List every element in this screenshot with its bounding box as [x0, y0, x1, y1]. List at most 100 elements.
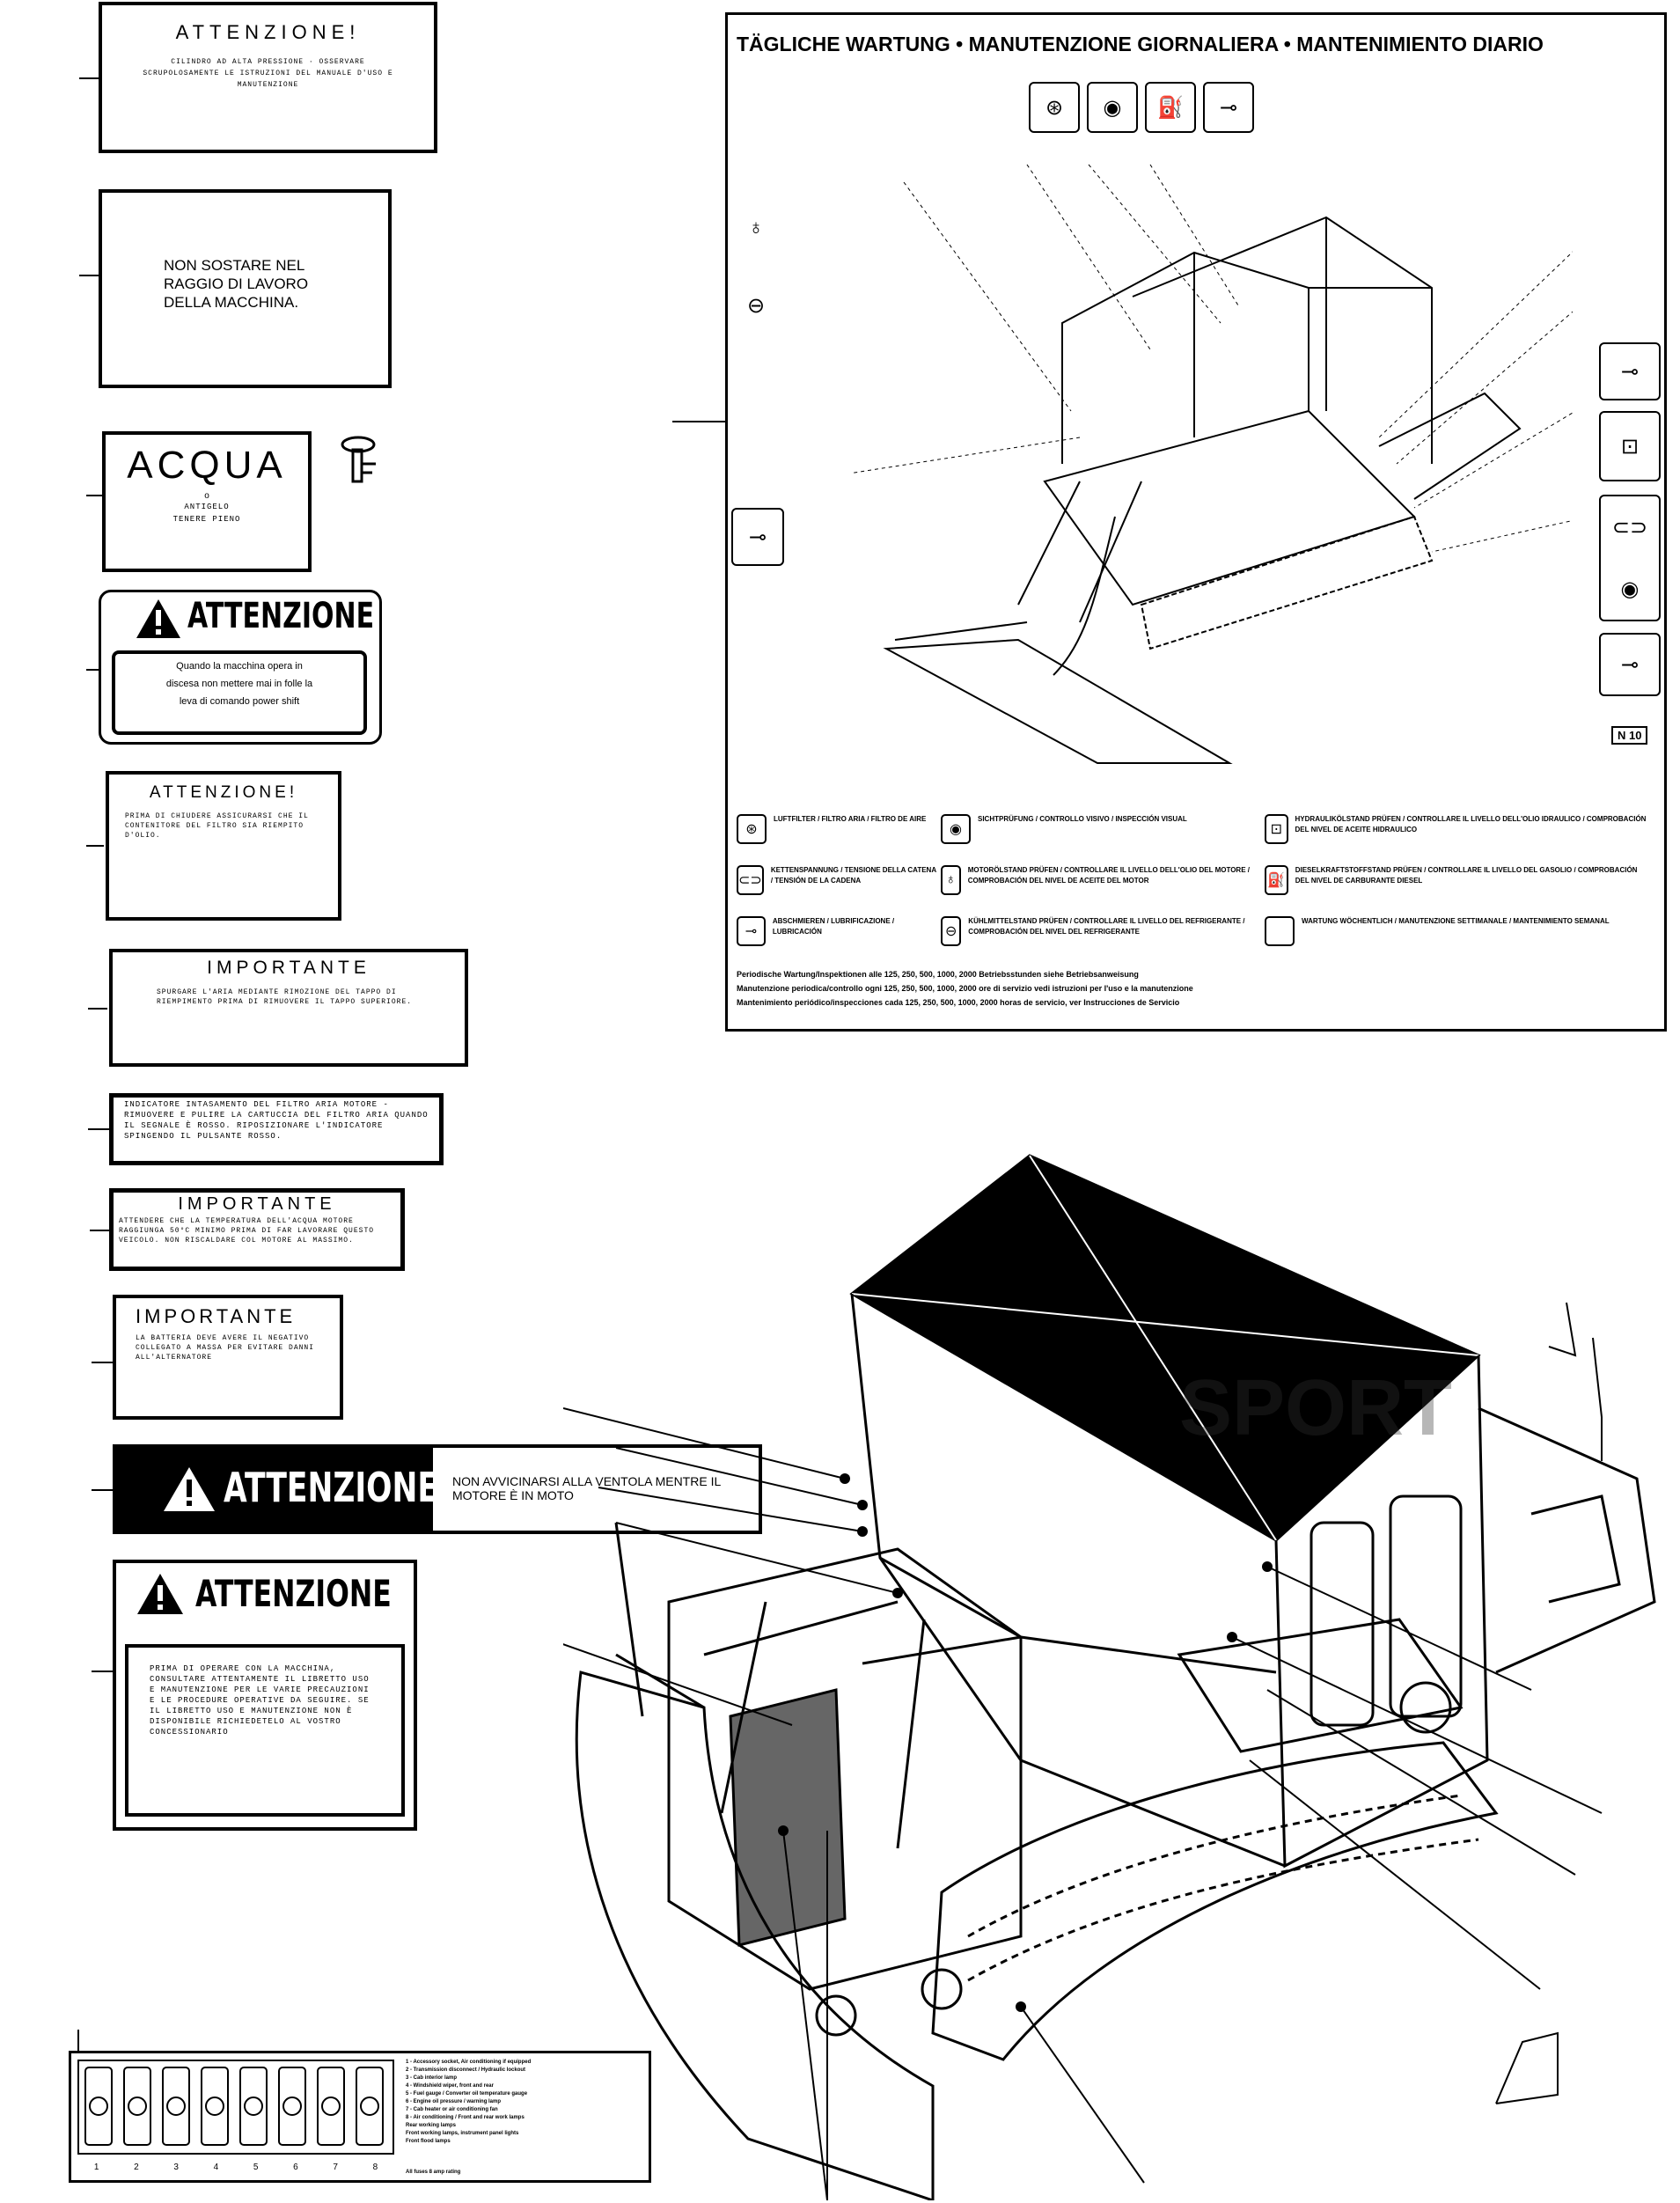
- decal-title: IMPORTANTE: [178, 1194, 336, 1214]
- decal-text: NON SOSTARE NEL RAGGIO DI LAVORO DELLA M…: [164, 257, 309, 311]
- footer-line: Manutenzione periodica/controllo ogni 12…: [737, 984, 1193, 993]
- decal-text: SPURGARE L'ARIA MEDIANTE RIMOZIONE DEL T…: [157, 988, 413, 1006]
- coolant-icon: ⊖: [941, 916, 962, 946]
- legend-item: ⊂⊃ KETTENSPANNUNG / TENSIONE DELLA CATEN…: [737, 865, 939, 895]
- watermark: SPORT: [1179, 1364, 1452, 1452]
- leader-line: [672, 421, 725, 422]
- leader-line: [79, 275, 99, 276]
- leader-line: [92, 1489, 114, 1491]
- decal-inner-box: Quando la macchina opera in discesa non …: [112, 650, 367, 735]
- switch-legend-line: 3 - Cab interior lamp: [406, 2075, 458, 2081]
- decal-line: o: [204, 491, 209, 501]
- decal-text: LA BATTERIA DEVE AVERE IL NEGATIVO COLLE…: [136, 1334, 315, 1362]
- decal-title: ATTENZIONE: [187, 596, 375, 636]
- decal-text: INDICATORE INTASAMENTO DEL FILTRO ARIA M…: [124, 1100, 429, 1141]
- switch-number: 1: [93, 2163, 99, 2172]
- switch-number: 7: [333, 2163, 338, 2172]
- decal-attenzione-libretto: ATTENZIONE PRIMA DI OPERARE CON LA MACCH…: [113, 1560, 417, 1831]
- switch-legend-line: 2 - Transmission disconnect / Hydraulic …: [406, 2067, 526, 2073]
- decal-text: ATTENDERE CHE LA TEMPERATURA DELL'ACQUA …: [119, 1217, 375, 1245]
- decal-title: ATTENZIONE!: [175, 21, 361, 43]
- decal-importante-temperatura: IMPORTANTE ATTENDERE CHE LA TEMPERATURA …: [109, 1188, 405, 1271]
- decal-attenzione-power-shift: ATTENZIONE Quando la macchina opera in d…: [99, 590, 382, 745]
- decal-indicatore-filtro: INDICATORE INTASAMENTO DEL FILTRO ARIA M…: [109, 1093, 444, 1165]
- grease-icon: ⊸: [1599, 342, 1661, 400]
- footer-line: Mantenimiento periódico/inspecciones cad…: [737, 998, 1180, 1007]
- legend-text: ABSCHMIEREN / LUBRIFICAZIONE / LUBRICACI…: [772, 917, 895, 936]
- decal-attenzione-filtro: ATTENZIONE! PRIMA DI CHIUDERE ASSICURARS…: [106, 771, 341, 921]
- decal-text: Quando la macchina opera in discesa non …: [165, 661, 313, 707]
- leader-line: [86, 495, 102, 496]
- engine-oil-icon: ♁: [735, 203, 777, 253]
- grease-icon: ⊸: [1203, 82, 1254, 133]
- switch-array: [77, 2060, 394, 2155]
- switch-footer: All fuses 8 amp rating: [406, 2170, 461, 2175]
- decal-non-sostare: NON SOSTARE NEL RAGGIO DI LAVORO DELLA M…: [99, 189, 392, 388]
- switch-number: 4: [213, 2163, 219, 2172]
- eye-icon: ◉: [941, 814, 971, 844]
- legend-item: ♁ MOTORÖLSTAND PRÜFEN / CONTROLLARE IL L…: [941, 865, 1258, 895]
- switch-number: 3: [173, 2163, 179, 2172]
- legend-text: KETTENSPANNUNG / TENSIONE DELLA CATENA /…: [770, 866, 936, 885]
- filler-cap-icon: [341, 436, 376, 483]
- decal-text: CILINDRO AD ALTA PRESSIONE · OSSERVARE S…: [143, 58, 393, 89]
- chart-legend: ⊛ LUFTFILTER / FILTRO ARIA / FILTRO DE A…: [737, 814, 1652, 990]
- switch-legend-line: Front flood lamps: [406, 2139, 451, 2144]
- leader-line: [88, 1128, 109, 1130]
- legend-item: WARTUNG WÖCHENTLICH / MANUTENZIONE SETTI…: [1265, 916, 1652, 946]
- decal-importante-batteria: IMPORTANTE LA BATTERIA DEVE AVERE IL NEG…: [113, 1295, 343, 1420]
- eye-icon: ◉: [1087, 82, 1138, 133]
- decal-acqua: ACQUA o ANTIGELO TENERE PIENO: [102, 431, 312, 572]
- switch-legend-line: 5 - Fuel gauge / Converter oil temperatu…: [406, 2091, 528, 2097]
- maintenance-chart: TÄGLICHE WARTUNG • MANUTENZIONE GIORNALI…: [725, 12, 1667, 1032]
- switch-legend: 1 - Accessory socket, Air conditioning i…: [406, 2059, 647, 2146]
- weekly-icon: [1265, 916, 1295, 946]
- cab-roof: [849, 1154, 1481, 1542]
- switch-numbers: 1 2 3 4 5 6 7 8: [77, 2163, 395, 2172]
- decal-title: IMPORTANTE: [136, 1305, 297, 1327]
- air-filter-icon: ⊛: [737, 814, 767, 844]
- legend-text: WARTUNG WÖCHENTLICH / MANUTENZIONE SETTI…: [1302, 917, 1610, 925]
- leader-line: [79, 77, 99, 79]
- leader-line: [90, 1230, 111, 1231]
- grease-icon: ⊸: [731, 508, 784, 566]
- legend-text: SICHTPRÜFUNG / CONTROLLO VISIVO / INSPEC…: [978, 815, 1187, 823]
- dozer-illustration: [851, 164, 1573, 764]
- grease-icon: ⊸: [1599, 633, 1661, 696]
- chart-code: N 10: [1611, 726, 1648, 745]
- decal-title: ATTENZIONE: [224, 1464, 438, 1511]
- legend-item: ⊖ KÜHLMITTELSTAND PRÜFEN / CONTROLLARE I…: [941, 916, 1258, 946]
- switch-legend-line: Rear working lamps: [406, 2123, 457, 2128]
- decal-text: PRIMA DI OPERARE CON LA MACCHINA, CONSUL…: [150, 1664, 370, 1737]
- grease-icon: ⊸: [737, 916, 766, 946]
- chart-title: TÄGLICHE WARTUNG • MANUTENZIONE GIORNALI…: [737, 33, 1544, 55]
- legend-text: LUFTFILTER / FILTRO ARIA / FILTRO DE AIR…: [774, 815, 927, 823]
- legend-text: HYDRAULIKÖLSTAND PRÜFEN / CONTROLLARE IL…: [1295, 815, 1647, 833]
- footer-line: Periodische Wartung/Inspektionen alle 12…: [737, 970, 1139, 979]
- legend-item: ⛽ DIESELKRAFTSTOFFSTAND PRÜFEN / CONTROL…: [1265, 865, 1652, 895]
- chart-footer: Periodische Wartung/Inspektionen alle 12…: [737, 967, 1652, 1010]
- switch-panel-decal: 1 2 3 4 5 6 7 8 1 - Accessory socket, Ai…: [69, 2051, 651, 2183]
- decal-line: TENERE PIENO: [172, 515, 241, 524]
- switch-legend-line: 4 - Windshield wiper, front and rear: [406, 2083, 494, 2089]
- hydraulic-level-icon: ⊡: [1265, 814, 1288, 844]
- leader-line: [92, 1671, 114, 1672]
- legend-text: DIESELKRAFTSTOFFSTAND PRÜFEN / CONTROLLA…: [1295, 866, 1638, 885]
- air-filter-icon: ⊛: [1029, 82, 1080, 133]
- leader-line: [86, 669, 100, 671]
- decal-text: PRIMA DI CHIUDERE ASSICURARSI CHE IL CON…: [125, 812, 309, 840]
- leader-line: [92, 1362, 113, 1363]
- legend-item: ⊡ HYDRAULIKÖLSTAND PRÜFEN / CONTROLLARE …: [1265, 814, 1652, 844]
- decal-text: NON AVVICINARSI ALLA VENTOLA MENTRE IL M…: [452, 1474, 721, 1502]
- leader-line: [77, 2030, 79, 2051]
- switch-number: 6: [293, 2163, 298, 2172]
- switch-legend-line: 6 - Engine oil pressure / warning lamp: [406, 2099, 502, 2104]
- chain-tension-icon: ⊂⊃: [737, 865, 764, 895]
- hydraulic-level-icon: ⊡: [1599, 411, 1661, 481]
- engine-oil-icon: ♁: [941, 865, 961, 895]
- legend-text: KÜHLMITTELSTAND PRÜFEN / CONTROLLARE IL …: [968, 917, 1245, 936]
- decal-line: ANTIGELO: [184, 503, 230, 511]
- decal-attenzione-ventola: ATTENZIONE NON AVVICINARSI ALLA VENTOLA …: [113, 1444, 762, 1534]
- decal-title: ATTENZIONE!: [149, 783, 298, 802]
- fuel-icon: ⛽: [1145, 82, 1196, 133]
